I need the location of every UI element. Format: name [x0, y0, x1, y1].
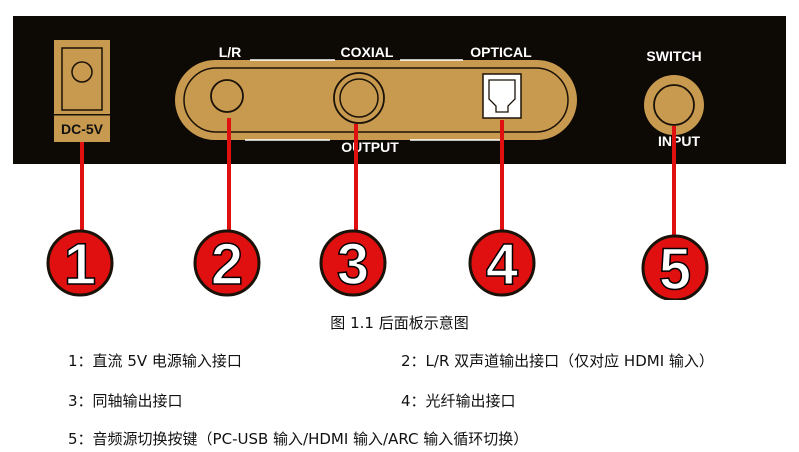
legend-text: L/R 双声道输出接口（仅对应 HDMI 输入）	[425, 352, 714, 370]
legend-number: 2：	[401, 352, 426, 370]
legend-text: 直流 5V 电源输入接口	[92, 352, 242, 370]
input-label: INPUT	[658, 133, 700, 149]
svg-text:4: 4	[486, 232, 518, 297]
legend-item-1: 1：直流 5V 电源输入接口	[68, 350, 242, 371]
svg-text:5: 5	[659, 237, 691, 300]
rca-jack-icon	[210, 79, 244, 113]
legend-item-2: 2：L/R 双声道输出接口（仅对应 HDMI 输入）	[401, 350, 714, 371]
legend-item-5: 5：音频源切换按键（PC-USB 输入/HDMI 输入/ARC 输入循环切换）	[68, 428, 528, 449]
svg-text:1: 1	[64, 232, 96, 297]
optical-toslink-port-icon	[482, 73, 522, 119]
rear-panel-diagram: DC-5V L/R COXIAL OPTICAL OUTPUT SWITCH I…	[13, 16, 786, 300]
legend-text: 音频源切换按键（PC-USB 输入/HDMI 输入/ARC 输入循环切换）	[92, 430, 529, 448]
legend-number: 4：	[401, 392, 426, 410]
lr-label: L/R	[219, 44, 242, 60]
svg-text:3: 3	[337, 232, 369, 297]
legend-item-3: 3：同轴输出接口	[68, 390, 183, 411]
legend-text: 同轴输出接口	[92, 392, 183, 410]
optical-label: OPTICAL	[470, 44, 532, 60]
badge-2: 2	[193, 229, 261, 298]
legend-item-4: 4：光纤输出接口	[401, 390, 516, 411]
legend-text: 光纤输出接口	[425, 392, 516, 410]
legend-number: 3：	[68, 392, 93, 410]
push-button-icon	[653, 84, 695, 126]
dc-power-jack-icon	[61, 47, 103, 111]
badge-3: 3	[319, 229, 387, 298]
legend-number: 5：	[68, 430, 93, 448]
dc-port-plate	[54, 40, 110, 142]
switch-label: SWITCH	[646, 48, 701, 64]
svg-text:2: 2	[211, 232, 243, 297]
badge-4: 4	[468, 229, 536, 298]
legend-number: 1：	[68, 352, 93, 370]
coaxial-label: COXIAL	[341, 44, 394, 60]
badge-5: 5	[641, 234, 709, 300]
dc-label: DC-5V	[61, 121, 104, 137]
badge-1: 1	[46, 229, 114, 298]
coaxial-jack-icon	[333, 72, 385, 124]
figure-caption: 图 1.1 后面板示意图	[330, 314, 469, 332]
output-label: OUTPUT	[341, 139, 399, 155]
leader-lines	[80, 118, 676, 238]
